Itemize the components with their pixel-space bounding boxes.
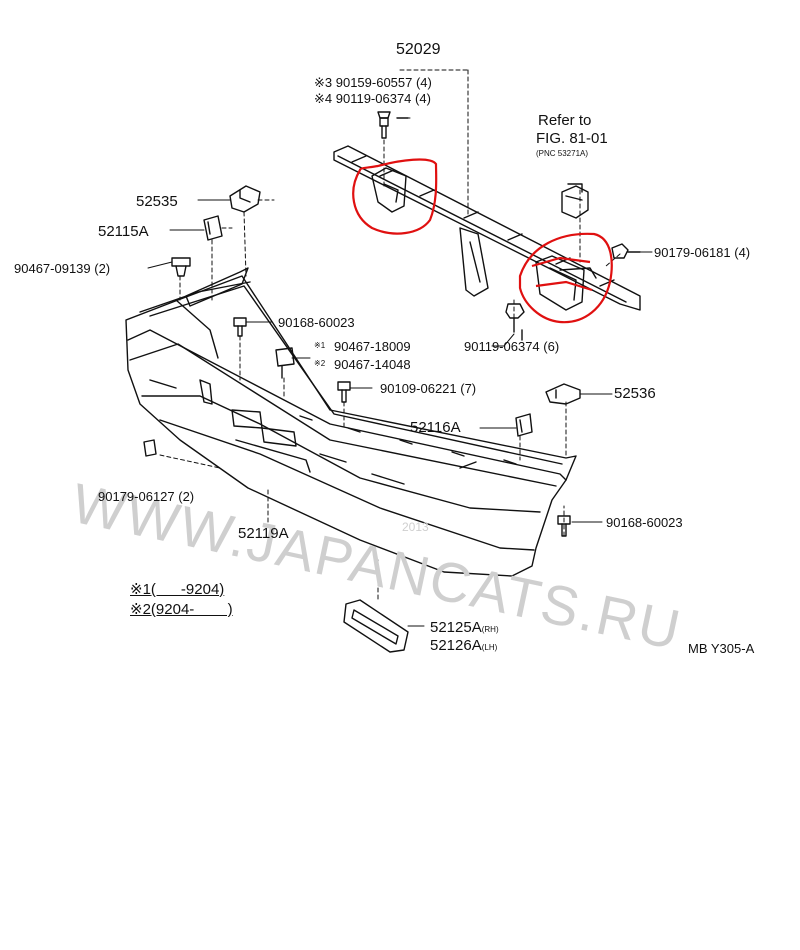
label-90168-60023-a: 90168-60023: [278, 315, 355, 330]
label-52536: 52536: [614, 385, 656, 402]
highlight-marks: [352, 158, 613, 324]
label-90467-18009: 90467-18009: [334, 339, 411, 354]
note-1: ※1( -9204): [130, 582, 224, 597]
watermark-year: 2013: [402, 520, 429, 534]
nut-90179-06127: [143, 439, 157, 457]
label-52029: 52029: [396, 41, 441, 58]
label-52125A-number: 52125A: [430, 619, 482, 636]
note-mark-1: ※1: [314, 341, 326, 350]
label-52126A: 52126A(LH): [430, 638, 497, 653]
label-52126A-side: (LH): [481, 643, 498, 652]
label-90179-06127: 90179-06127 (2): [98, 489, 195, 504]
screw-90109: [337, 381, 351, 403]
hood-lock-ref-part: [561, 183, 589, 219]
label-90467-09139: 90467-09139 (2): [14, 261, 111, 276]
retainer-52116A: [515, 413, 533, 437]
bracket-52536: [545, 383, 581, 405]
label-90119-06374-a: ※4 90119-06374 (4): [314, 91, 431, 106]
label-52125A: 52125A(RH): [430, 620, 499, 635]
bracket-52535: [229, 185, 261, 213]
highlight-circle-right: [518, 232, 613, 324]
note-2-text: (9204- ): [150, 601, 233, 618]
highlight-circle-left: [352, 158, 438, 235]
nut-90179-06181: [611, 243, 641, 259]
highlight-mark-right-inner: [531, 256, 591, 268]
label-90159-60557: ※3 90159-60557 (4): [314, 75, 432, 90]
label-52119A: 52119A: [238, 525, 289, 542]
label-90168-60023-b: 90168-60023: [606, 515, 683, 530]
figure-code: MB Y305-A: [688, 641, 755, 656]
note-mark-2: ※2: [314, 359, 326, 368]
label-52116A: 52116A: [410, 419, 461, 436]
label-90179-06181: 90179-06181 (4): [654, 245, 751, 260]
note-2-mark: ※2: [130, 601, 151, 618]
highlight-mark-right-inner-2: [535, 280, 593, 292]
ref-line-3: (PNC 53271A): [536, 149, 589, 158]
label-90119-06374-b: 90119-06374 (6): [464, 339, 560, 354]
label-52535: 52535: [136, 193, 178, 210]
clip-90467-18009: [275, 347, 295, 379]
screw-90168-left: [233, 317, 247, 337]
label-52126A-number: 52126A: [430, 637, 482, 654]
label-52115A: 52115A: [98, 223, 149, 240]
ref-line-1: Refer to: [538, 112, 592, 129]
label-90467-14048: 90467-14048: [334, 357, 411, 372]
note-2: ※2(9204- ): [130, 602, 233, 617]
clip-90467-09139: [171, 257, 191, 277]
retainer-52115A: [203, 215, 223, 241]
note-1-mark: ※1: [130, 581, 151, 598]
ref-line-2: FIG. 81-01: [536, 130, 608, 147]
label-52125A-side: (RH): [481, 625, 499, 634]
retainer-rail-left: [175, 267, 249, 359]
bolt-90119-06374-b: [505, 303, 525, 341]
bumper-reinforcement-52029: [333, 145, 641, 311]
label-90109-06221: 90109-06221 (7): [380, 381, 477, 396]
note-1-text: ( -9204): [150, 581, 225, 598]
bolt-90159: [377, 111, 409, 139]
bumper-cover-52119A: [125, 275, 577, 577]
reflector-52125A: [343, 599, 409, 653]
